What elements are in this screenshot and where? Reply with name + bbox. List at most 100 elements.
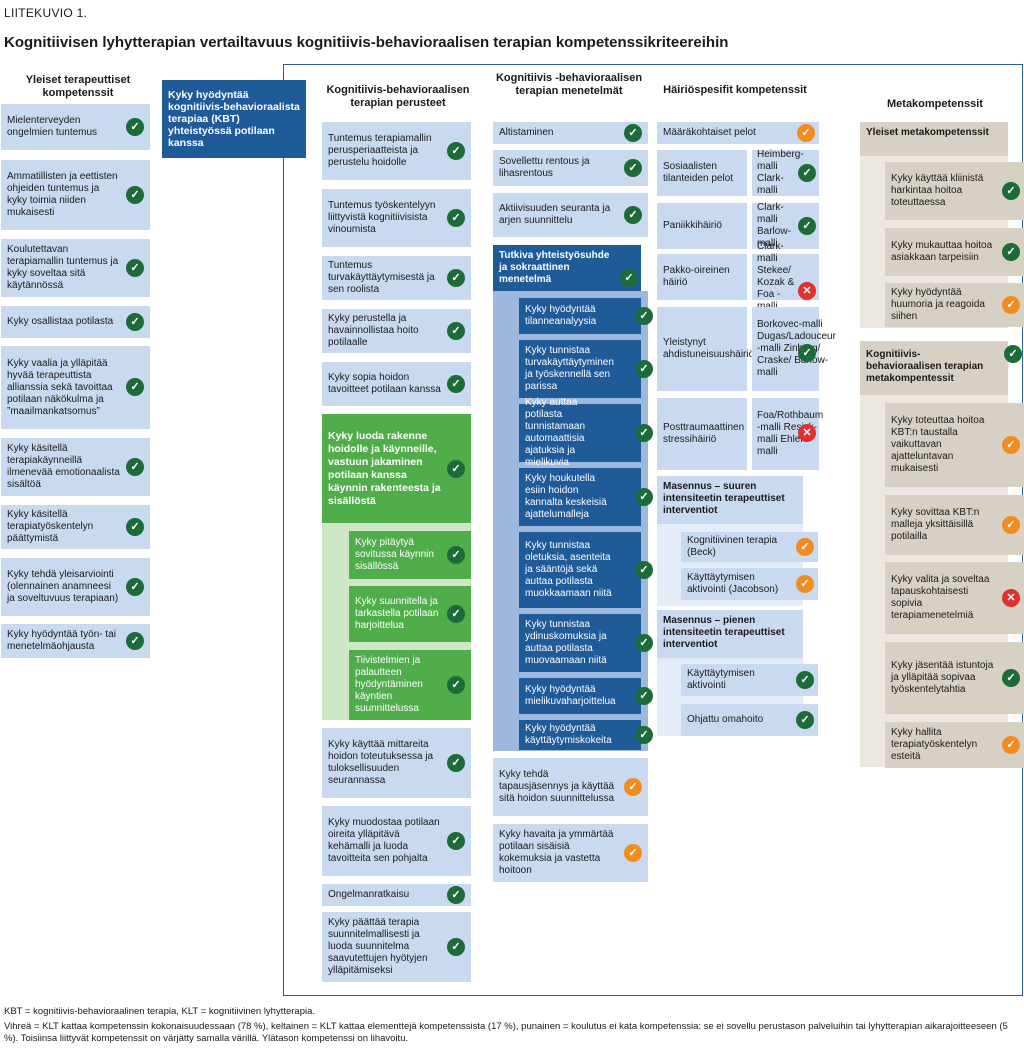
- disorder-name: Pakko-oireinen häiriö: [663, 265, 730, 288]
- meta-general-item: Kyky käyttää kliinistä harkintaa hoitoa …: [891, 173, 984, 208]
- check-icon: ✓: [126, 378, 144, 396]
- header-basics: Kognitiivis-behavioraalisen terapian per…: [326, 84, 470, 109]
- socratic-item: Kyky tunnistaa oletuksia, asenteita ja s…: [525, 540, 612, 599]
- check-icon: ✓: [447, 460, 465, 478]
- methods-item: Kyky tehdä tapausjäsennys ja käyttää sit…: [499, 769, 615, 804]
- check-icon: ✓: [1004, 345, 1022, 363]
- basics-item: Kyky päättää terapia suunnitelmallisesti…: [328, 917, 428, 976]
- check-icon: ✓: [126, 313, 144, 331]
- check-icon: ✓: [635, 360, 653, 378]
- check-icon: ✓: [447, 886, 465, 904]
- structure-head: Kyky luoda rakenne hoidolle ja käynneill…: [328, 430, 441, 507]
- socratic-item: Kyky hyödyntää käyttäytymiskokeita: [525, 723, 612, 746]
- check-icon: ✓: [635, 424, 653, 442]
- check-icon: ✓: [447, 269, 465, 287]
- check-icon: ✓: [620, 269, 638, 287]
- disorder-name: Yleistynyt ahdistuneisuushäiriö: [663, 337, 755, 360]
- partial-check-icon: ✓: [797, 124, 815, 142]
- figure-label: LIITEKUVIO 1.: [4, 6, 88, 20]
- socratic-item: Kyky tunnistaa ydinuskomuksia ja auttaa …: [525, 619, 607, 666]
- basics-item: Tuntemus terapiamallin perusperiaatteist…: [328, 133, 432, 168]
- general-item: Kyky tehdä yleisarviointi (olennainen an…: [7, 569, 119, 604]
- methods-item: Aktiivisuuden seuranta ja arjen suunnitt…: [499, 203, 611, 226]
- dep-high-head: Masennus – suuren intensiteetin terapeut…: [663, 481, 785, 516]
- footnote-legend: Vihreä = KLT kattaa kompetenssin kokonai…: [4, 1021, 1008, 1044]
- check-icon: ✓: [447, 322, 465, 340]
- structure-item: Kyky suunnitella ja tarkastella potilaan…: [355, 596, 439, 631]
- cross-icon: ✕: [798, 282, 816, 300]
- check-icon: ✓: [635, 634, 653, 652]
- cross-icon: ✕: [798, 424, 816, 442]
- check-icon: ✓: [126, 458, 144, 476]
- general-item: Kyky käsitellä terapiatyöskentelyn päätt…: [7, 509, 94, 544]
- check-icon: ✓: [447, 209, 465, 227]
- meta-cbt-item: Kyky hallita terapiatyöskentelyn esteitä: [891, 727, 978, 762]
- check-icon: ✓: [798, 217, 816, 235]
- partial-check-icon: ✓: [1002, 436, 1020, 454]
- check-icon: ✓: [798, 164, 816, 182]
- check-icon: ✓: [798, 344, 816, 362]
- check-icon: ✓: [447, 938, 465, 956]
- dep-low-item: Käyttäytymisen aktivointi: [687, 668, 755, 691]
- check-icon: ✓: [624, 206, 642, 224]
- general-item: Ammatillisten ja eettisten ohjeiden tunt…: [7, 171, 118, 218]
- check-icon: ✓: [796, 671, 814, 689]
- basics-item: Tuntemus turvakäyttäytymisestä ja sen ro…: [328, 260, 435, 295]
- check-icon: ✓: [635, 307, 653, 325]
- basics-item: Kyky muodostaa potilaan oireita ylläpitä…: [328, 817, 440, 864]
- check-icon: ✓: [1002, 669, 1020, 687]
- partial-check-icon: ✓: [624, 778, 642, 796]
- check-icon: ✓: [635, 561, 653, 579]
- general-item: Kyky hyödyntää työn- tai menetelmäohjaus…: [7, 629, 116, 652]
- check-icon: ✓: [126, 578, 144, 596]
- dep-high-item: Käyttäytymisen aktivointi (Jacobson): [687, 572, 779, 595]
- disorder-model: Heimberg-malli Clark-malli: [757, 149, 804, 196]
- disorder-name: Posttraumaattinen stressihäiriö: [663, 422, 745, 445]
- check-icon: ✓: [635, 488, 653, 506]
- check-icon: ✓: [126, 259, 144, 277]
- check-icon: ✓: [447, 142, 465, 160]
- check-icon: ✓: [635, 687, 653, 705]
- meta-cbt-item: Kyky toteuttaa hoitoa KBT:n taustalla va…: [891, 415, 985, 474]
- general-item: Kyky käsitellä terapiakäynneillä ilmenev…: [7, 443, 120, 490]
- socratic-item: Kyky hyödyntää mielikuvaharjoittelua: [525, 684, 616, 707]
- partial-check-icon: ✓: [796, 575, 814, 593]
- footnote-abbreviations: KBT = kognitiivis-behavioraalinen terapi…: [4, 1006, 316, 1017]
- partial-check-icon: ✓: [1002, 736, 1020, 754]
- check-icon: ✓: [447, 676, 465, 694]
- meta-general-head: Yleiset metakompetenssit: [866, 127, 989, 138]
- disorder-name: Sosiaalisten tilanteiden pelot: [663, 161, 734, 184]
- partial-check-icon: ✓: [624, 844, 642, 862]
- check-icon: ✓: [624, 124, 642, 142]
- general-item: Kyky vaalia ja ylläpitää hyvää terapeutt…: [7, 357, 113, 417]
- specific-item: Määräkohtaiset pelot: [663, 127, 756, 138]
- check-icon: ✓: [635, 726, 653, 744]
- check-icon: ✓: [447, 832, 465, 850]
- socratic-item: Kyky tunnistaa turvakäyttäytyminen ja ty…: [525, 345, 614, 392]
- check-icon: ✓: [126, 632, 144, 650]
- check-icon: ✓: [796, 711, 814, 729]
- basics-item: Kyky sopia hoidon tavoitteet potilaan ka…: [328, 372, 441, 395]
- socratic-head: Tutkiva yhteistyösuhde ja sokraattinen m…: [499, 250, 610, 285]
- central-competence-box: Kyky hyödyntää kognitiivis-behavioraalis…: [162, 80, 306, 158]
- partial-check-icon: ✓: [1002, 296, 1020, 314]
- disorder-model: Foa/Rothbaum -malli Resick-malli Ehlers-…: [757, 410, 824, 457]
- disorder-model: Clark-malli Stekee/ Kozak & Foa -malli: [757, 241, 795, 312]
- structure-item: Tiivistelmien ja palautteen hyödyntämine…: [355, 655, 423, 714]
- meta-general-item: Kyky hyödyntää huumoria ja reagoida siih…: [891, 287, 985, 322]
- check-icon: ✓: [126, 518, 144, 536]
- socratic-item: Kyky auttaa potilasta tunnistamaan autom…: [525, 397, 586, 468]
- disorder-name: Paniikkihäiriö: [663, 220, 722, 231]
- cross-icon: ✕: [1002, 589, 1020, 607]
- basics-item: Kyky käyttää mittareita hoidon toteutuks…: [328, 739, 434, 786]
- methods-item: Kyky havaita ja ymmärtää potilaan sisäis…: [499, 829, 614, 876]
- header-general: Yleiset terapeuttiset kompetenssit: [25, 74, 131, 99]
- meta-cbt-item: Kyky jäsentää istuntoja ja ylläpitää sop…: [891, 660, 994, 695]
- page-title: Kognitiivisen lyhytterapian vertailtavuu…: [4, 34, 729, 51]
- meta-cbt-item: Kyky sovittaa KBT:n malleja yksittäisill…: [891, 507, 980, 542]
- meta-cbt-head: Kognitiivis-behavioraalisen terapian met…: [866, 349, 984, 384]
- methods-item: Sovellettu rentous ja lihasrentous: [499, 156, 590, 179]
- header-specific: Häiriöspesifit kompetenssit: [663, 84, 807, 96]
- disorder-model: Borkovec-malli Dugas/Ladouceur -malli Zi…: [757, 319, 836, 378]
- check-icon: ✓: [447, 754, 465, 772]
